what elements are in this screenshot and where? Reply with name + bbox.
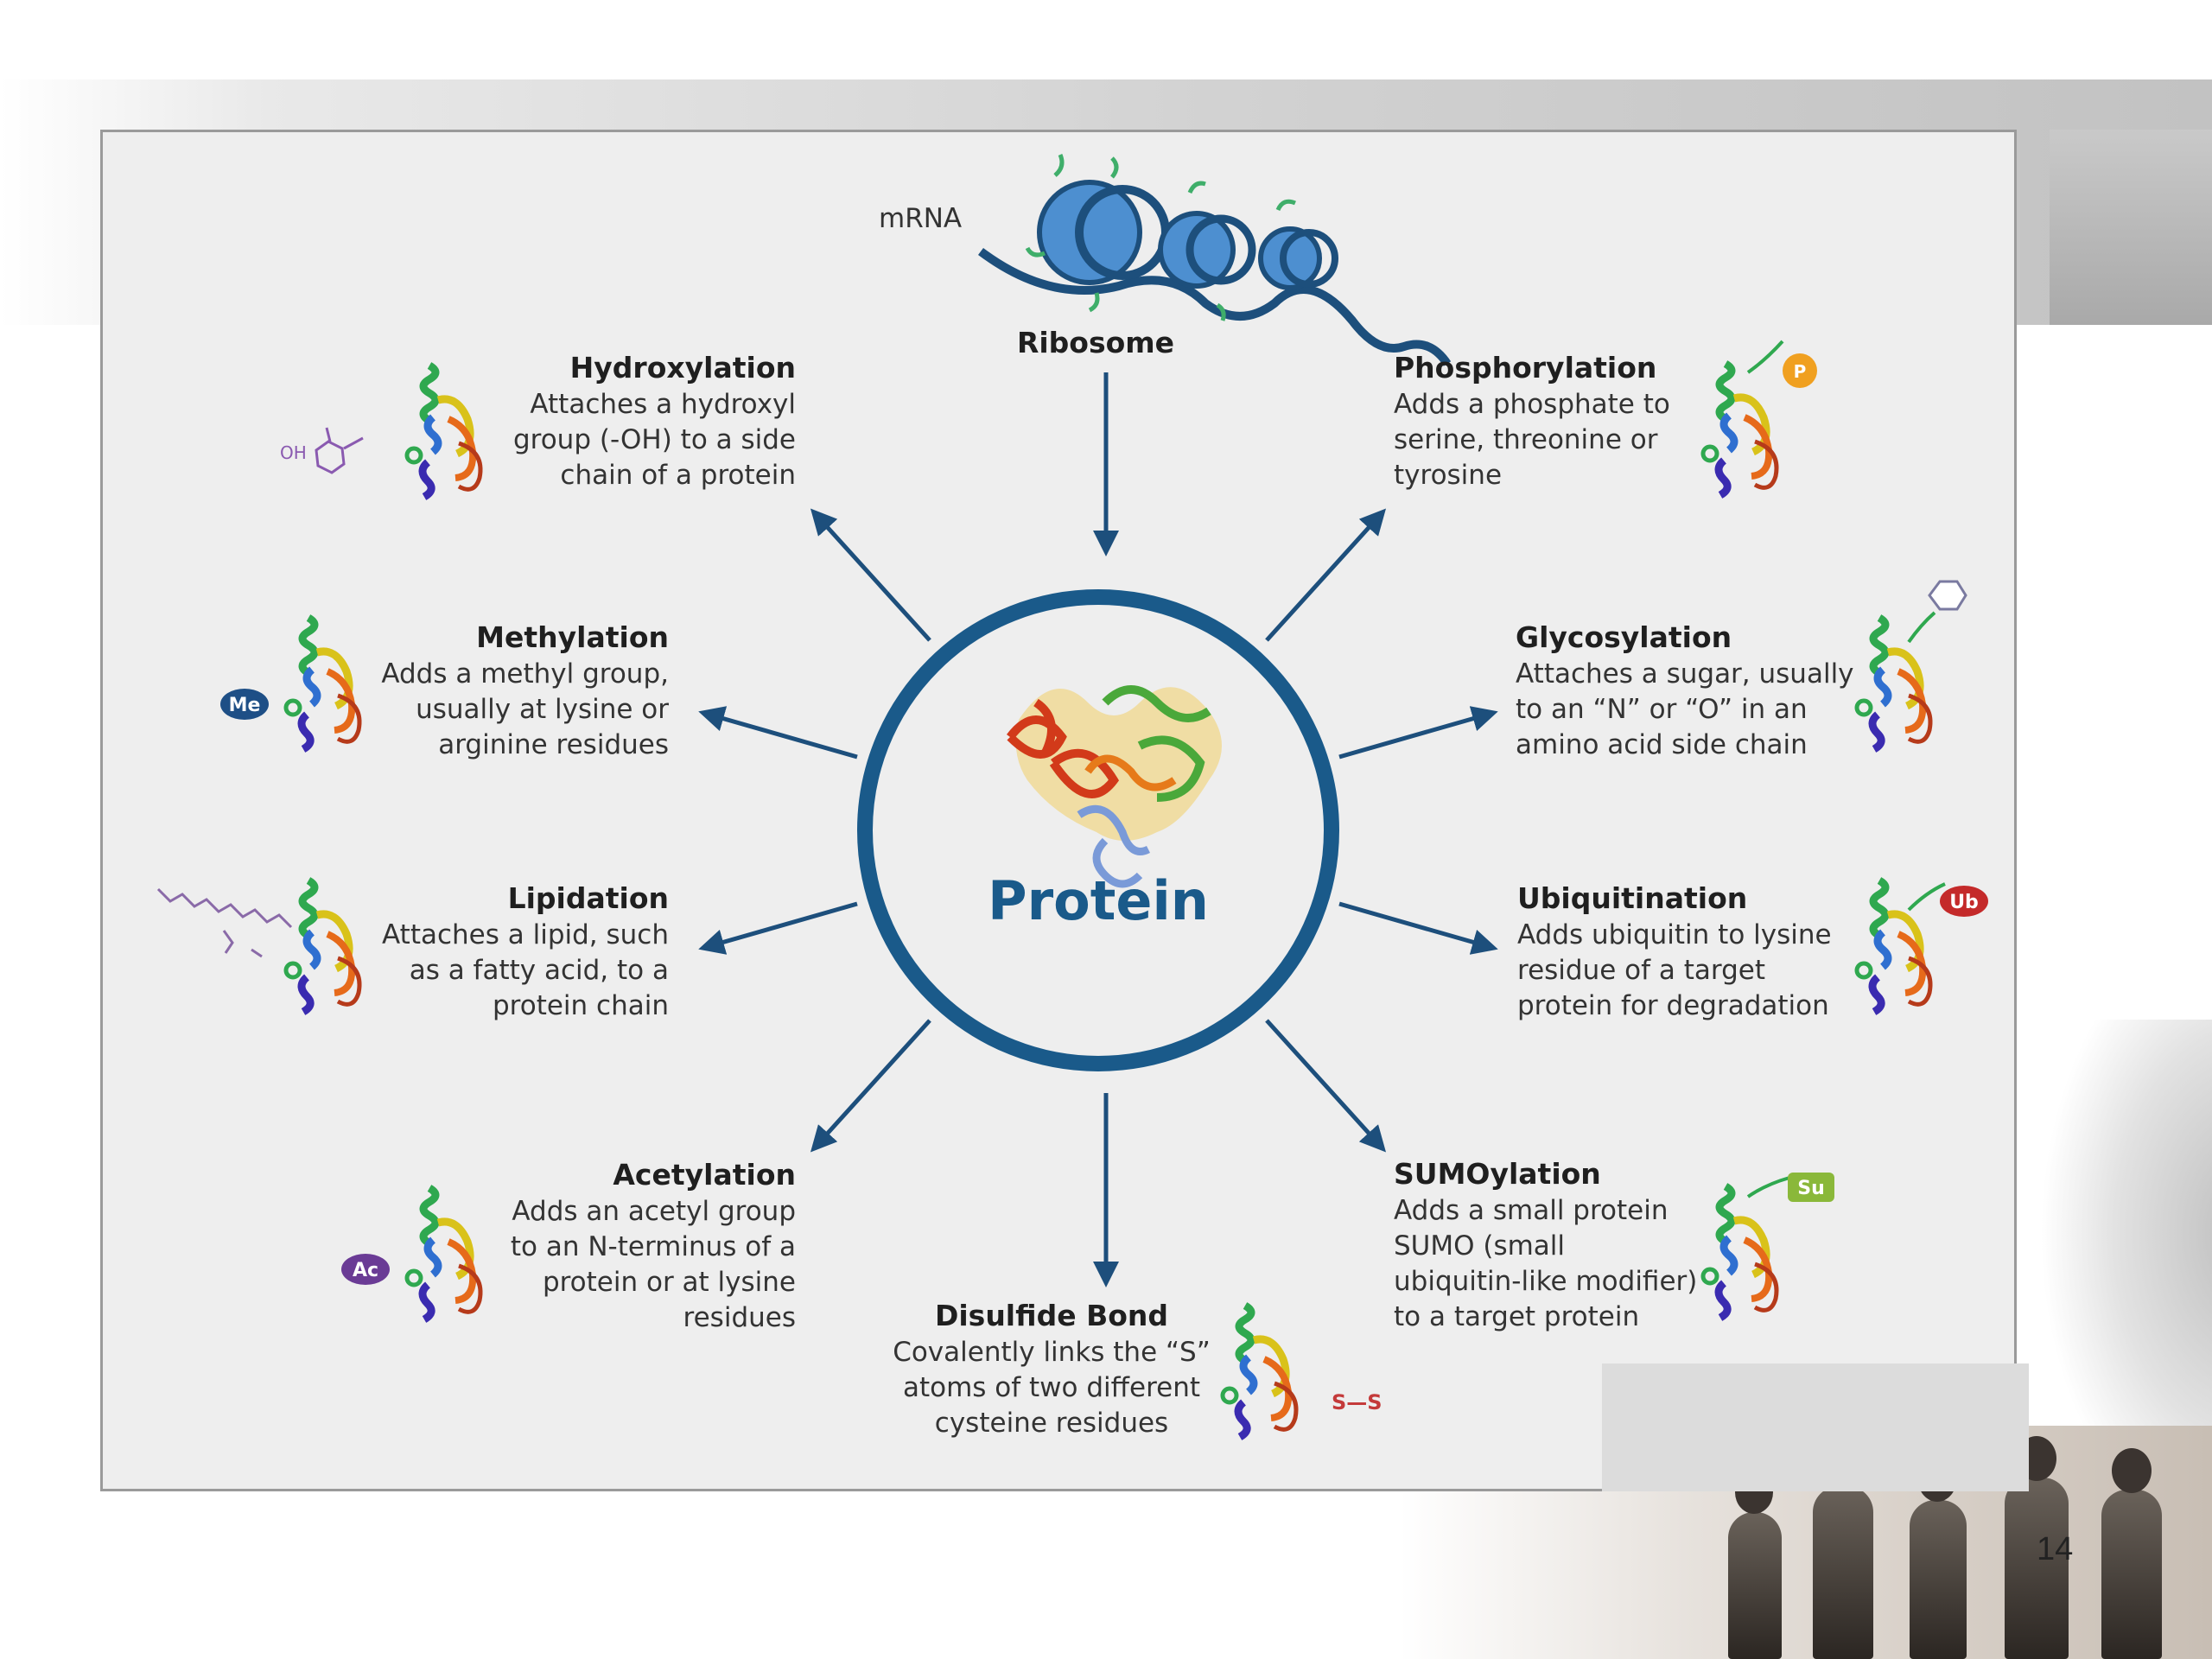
lipidation-line-1: Attaches a lipid, such xyxy=(382,919,669,950)
methyl-tag-icon xyxy=(220,689,269,720)
glycosylation-line-1: Attaches a sugar, usually xyxy=(1516,658,1854,690)
mrna-label: mRNA xyxy=(879,203,962,234)
linker-icon xyxy=(1746,340,1784,374)
arrows xyxy=(698,372,1498,1287)
methylation-block: Methylation Adds a methyl group, usually… xyxy=(220,618,669,760)
sumo-tag-icon xyxy=(1788,1173,1834,1202)
sumoylation-block: SUMOylation Adds a small protein SUMO (s… xyxy=(1394,1157,1834,1332)
arrow-hydroxylation xyxy=(810,508,931,642)
acetylation-line-1: Adds an acetyl group xyxy=(512,1196,796,1227)
modified-protein-icon xyxy=(1703,364,1777,495)
phosphorylation-line-1: Adds a phosphate to xyxy=(1394,389,1670,420)
disulfide-tag: S—S xyxy=(1332,1390,1382,1414)
modified-protein-icon xyxy=(1223,1306,1296,1437)
phosphorylation-line-3: tyrosine xyxy=(1394,460,1502,491)
hydroxylation-block: Hydroxylation Attaches a hydroxyl group … xyxy=(280,351,796,497)
methylation-line-2: usually at lysine or xyxy=(416,694,669,725)
linker-icon xyxy=(1907,611,1936,644)
acetylation-line-4: residues xyxy=(683,1302,796,1333)
ubiquitination-line-2: residue of a target xyxy=(1517,955,1765,986)
arrow-acetylation xyxy=(810,1019,931,1153)
arrow-glycosylation xyxy=(1338,706,1498,760)
phosphate-tag-icon xyxy=(1783,353,1817,388)
ubiquitination-block: Ubiquitination Adds ubiquitin to lysine … xyxy=(1517,880,1988,1021)
hydroxylation-line-3: chain of a protein xyxy=(560,460,796,491)
ubiquitin-tag: Ub xyxy=(1949,892,1979,913)
hydroxylation-line-1: Attaches a hydroxyl xyxy=(530,389,796,420)
ribosome-illustration xyxy=(978,154,1452,366)
acetyl-tag-icon xyxy=(341,1254,390,1285)
linker-icon xyxy=(1907,882,1946,912)
disulfide-title: Disulfide Bond xyxy=(935,1299,1168,1332)
acetylation-block: Acetylation Adds an acetyl group to an N… xyxy=(341,1158,796,1333)
methylation-title: Methylation xyxy=(476,620,669,654)
sumoylation-title: SUMOylation xyxy=(1394,1157,1601,1191)
glycosylation-line-2: to an “N” or “O” in an xyxy=(1516,694,1808,725)
phosphorylation-block: Phosphorylation Adds a phosphate to seri… xyxy=(1394,340,1817,495)
sugar-ring-icon xyxy=(1928,580,1967,611)
glycosylation-line-3: amino acid side chain xyxy=(1516,729,1808,760)
disulfide-line-1: Covalently links the “S” xyxy=(893,1337,1211,1368)
modified-protein-icon xyxy=(1857,618,1930,749)
methylation-line-1: Adds a methyl group, xyxy=(381,658,669,690)
acetylation-title: Acetylation xyxy=(613,1158,796,1192)
linker-icon xyxy=(1746,1176,1790,1198)
glycosylation-title: Glycosylation xyxy=(1516,620,1732,654)
sumoylation-line-4: to a target protein xyxy=(1394,1301,1639,1332)
ptm-diagram: mRNA Ribosome Protein Hydroxylati xyxy=(156,154,1988,1491)
lipidation-block: Lipidation Attaches a lipid, such as a f… xyxy=(156,880,669,1021)
lipidation-line-3: protein chain xyxy=(493,990,669,1021)
hydroxyl-tag: OH xyxy=(280,442,307,463)
methyl-tag: Me xyxy=(229,695,261,716)
modified-protein-icon xyxy=(407,365,480,497)
acetylation-line-3: protein or at lysine xyxy=(543,1267,796,1298)
ptm-diagram-panel: mRNA Ribosome Protein Hydroxylati xyxy=(100,130,2017,1491)
modified-protein-icon xyxy=(407,1188,480,1319)
ubiquitin-tag-icon xyxy=(1940,886,1988,917)
modified-protein-icon xyxy=(286,880,359,1012)
disulfide-line-2: atoms of two different xyxy=(903,1372,1200,1403)
page-number: 14 xyxy=(2037,1531,2074,1567)
arrow-ubiquitination xyxy=(1338,901,1498,955)
disulfide-block: Disulfide Bond Covalently links the “S” … xyxy=(893,1299,1382,1439)
protein-structure-illustration xyxy=(1007,685,1222,888)
sumo-tag: Su xyxy=(1797,1178,1825,1199)
protein-label: Protein xyxy=(988,869,1209,932)
phosphate-tag: P xyxy=(1794,361,1807,382)
lipid-chain-icon xyxy=(156,887,293,958)
modified-protein-icon xyxy=(286,618,359,749)
arrow-sumoylation xyxy=(1265,1019,1387,1153)
ubiquitination-line-3: protein for degradation xyxy=(1517,990,1829,1021)
sumoylation-line-1: Adds a small protein xyxy=(1394,1195,1669,1226)
overlay-box xyxy=(1602,1363,2029,1491)
sumoylation-line-3: ubiquitin-like modifier) xyxy=(1394,1266,1697,1297)
phosphorylation-line-2: serine, threonine or xyxy=(1394,424,1658,455)
lipidation-title: Lipidation xyxy=(508,881,669,915)
modified-protein-icon xyxy=(1703,1186,1777,1318)
sumoylation-line-2: SUMO (small xyxy=(1394,1230,1565,1262)
ubiquitination-title: Ubiquitination xyxy=(1517,881,1747,915)
arrow-methylation xyxy=(698,706,858,760)
hydroxyl-molecule-icon xyxy=(315,427,364,474)
acetyl-tag: Ac xyxy=(353,1260,378,1281)
arrow-phosphorylation xyxy=(1265,508,1387,642)
lipidation-line-2: as a fatty acid, to a xyxy=(410,955,669,986)
header-band-accent xyxy=(2050,130,2212,325)
hydroxylation-line-2: group (-OH) to a side xyxy=(513,424,796,455)
ribosome-label: Ribosome xyxy=(1017,326,1174,359)
glycosylation-block: Glycosylation Attaches a sugar, usually … xyxy=(1516,580,1967,760)
protein-circle xyxy=(857,589,1339,1071)
acetylation-line-2: to an N-terminus of a xyxy=(511,1231,796,1262)
arrow-lipidation xyxy=(698,901,858,955)
hydroxylation-title: Hydroxylation xyxy=(570,351,796,385)
ubiquitination-line-1: Adds ubiquitin to lysine xyxy=(1517,919,1832,950)
methylation-line-3: arginine residues xyxy=(438,729,669,760)
disulfide-line-3: cysteine residues xyxy=(935,1408,1168,1439)
phosphorylation-title: Phosphorylation xyxy=(1394,351,1656,385)
